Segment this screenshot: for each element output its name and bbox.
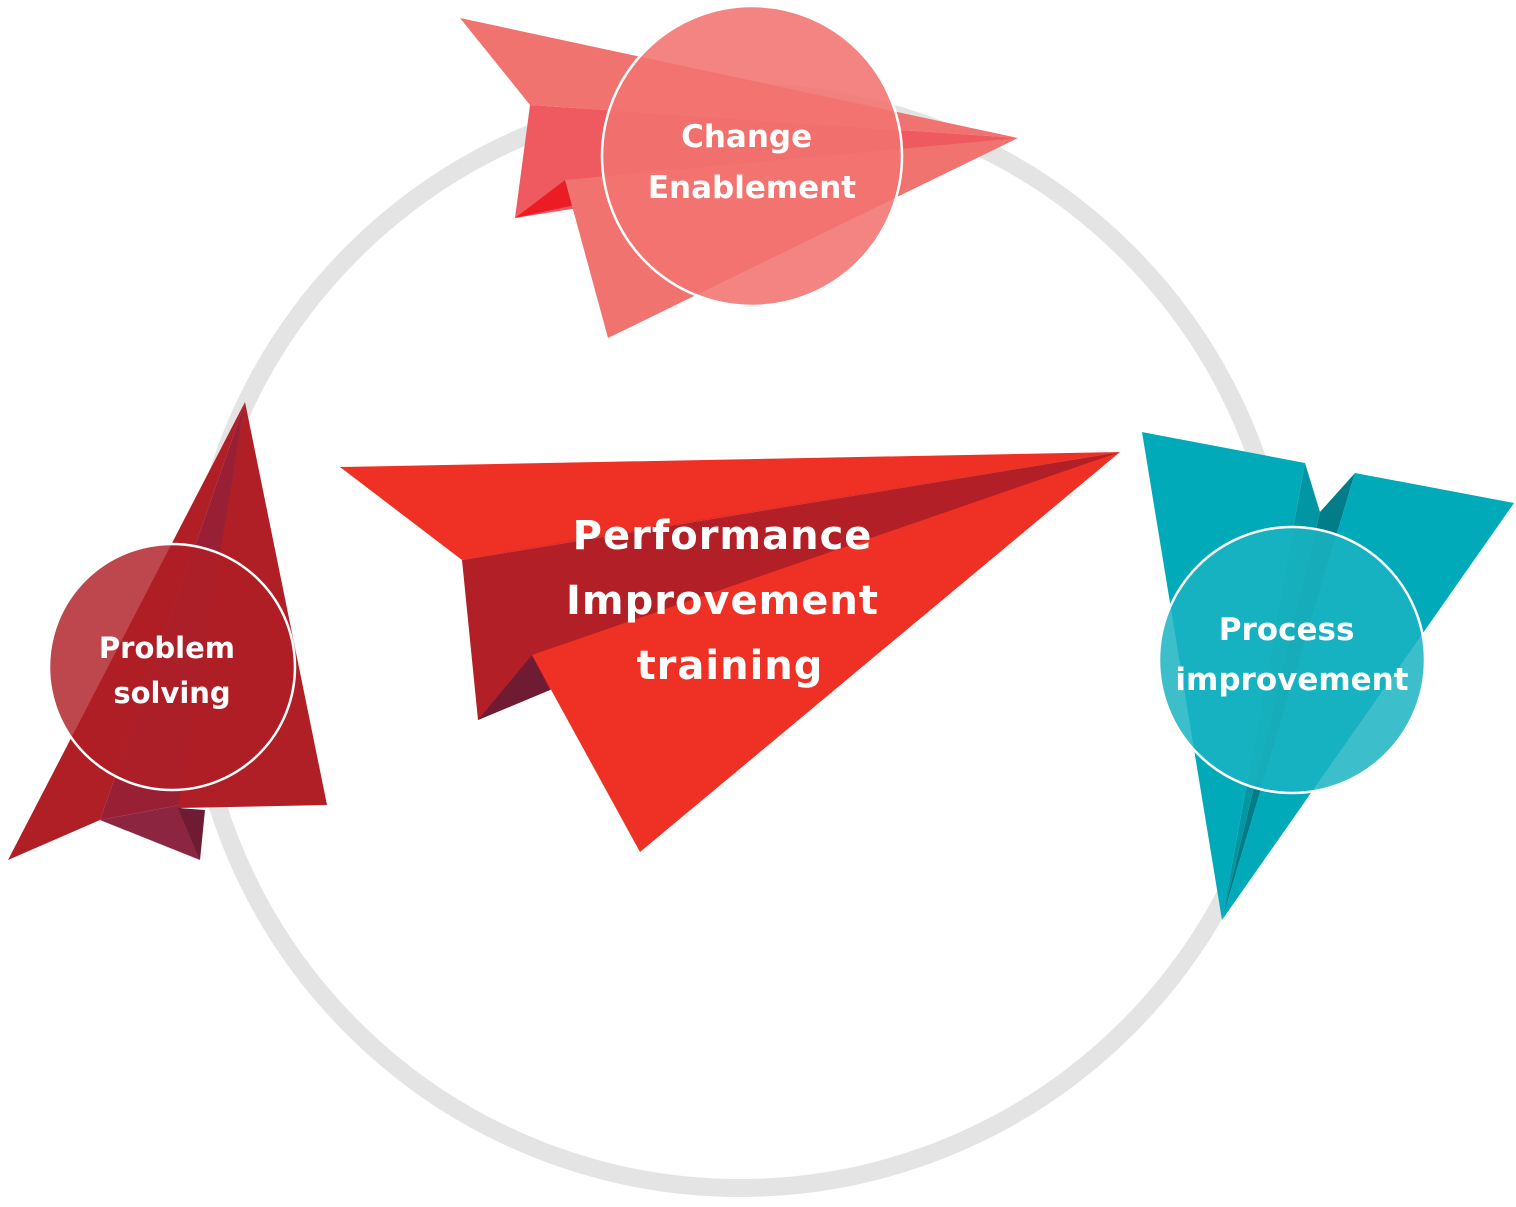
change-enablement-label: Change Enablement (648, 119, 856, 206)
center-paper-plane (340, 452, 1120, 852)
problem-solving-node: Problem solving (8, 402, 327, 860)
process-improvement-label: Process improvement (1175, 612, 1408, 698)
problem-solving-label: Problem solving (99, 631, 245, 710)
process-improvement-node: Process improvement (1142, 432, 1514, 920)
center-title: Performance Improvement training (566, 513, 894, 689)
problem-solving-circle (47, 542, 297, 792)
change-enablement-circle (600, 4, 904, 308)
process-improvement-circle (1157, 525, 1427, 795)
change-enablement-node: Change Enablement (460, 4, 1018, 338)
